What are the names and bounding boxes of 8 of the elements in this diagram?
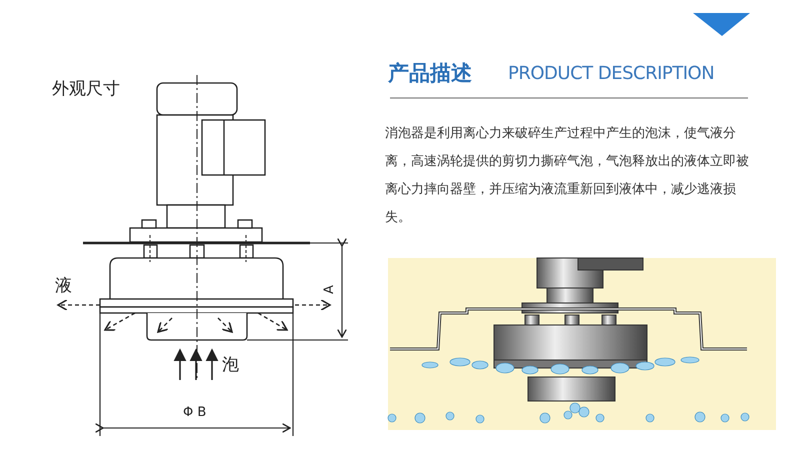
dimension-label: Φ B [183,405,206,420]
section-subtitle: PRODUCT DESCRIPTION [508,63,714,84]
section-title: 产品描述 [388,60,472,87]
flow-label: 液 [55,275,72,297]
description-paragraph: 消泡器是利用离心力来破碎生产过程中产生的泡沫，使气液分离，高速涡轮提供的剪切力撕碎气泡，气泡释放出的液体立即被离心力摔向器壁，并压缩为液流重新回到液体中，减少逃液损失。 [385,125,750,227]
flow-label: 泡 [222,354,239,376]
drawing-heading: 外观尺寸 [52,78,120,100]
dimension-label: A [322,285,337,294]
